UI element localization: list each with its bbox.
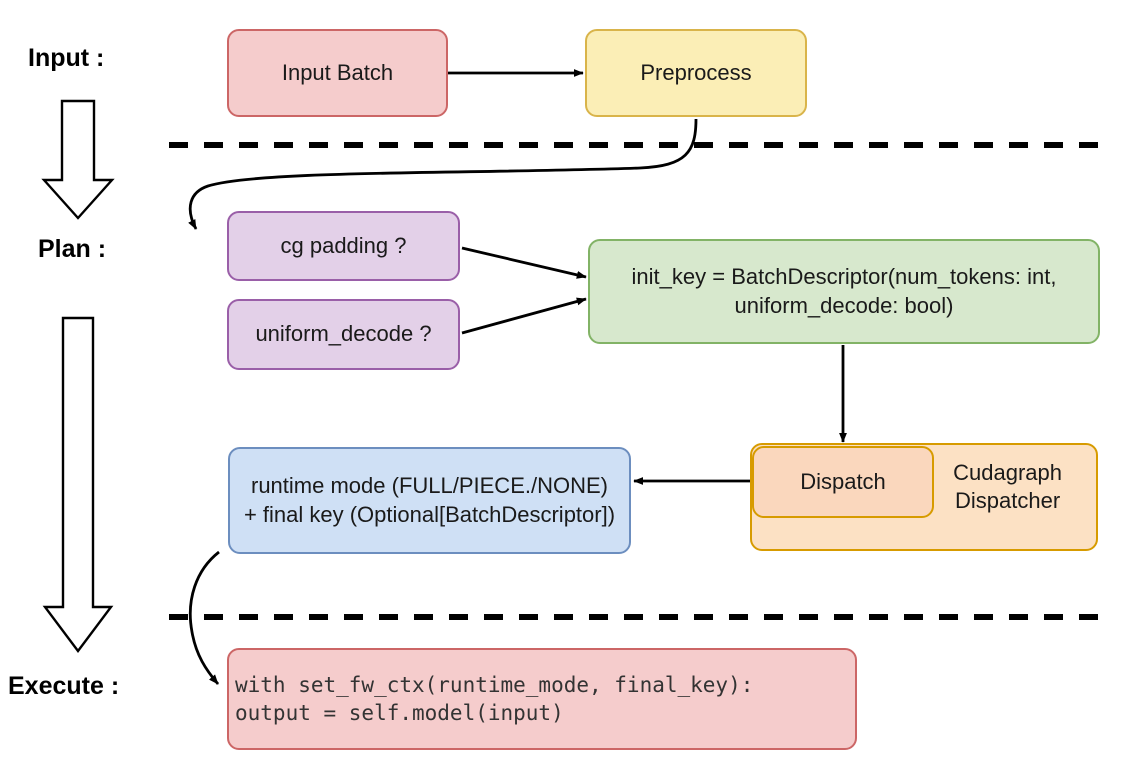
- arrow-cg-padding-to-init-key: [461, 246, 587, 279]
- node-dispatch[interactable]: Dispatch: [752, 446, 934, 518]
- stage-label-plan: Plan :: [38, 235, 107, 263]
- node-preprocess[interactable]: Preprocess: [585, 29, 807, 117]
- stage-label-input: Input :: [28, 44, 105, 72]
- node-input-batch[interactable]: Input Batch: [227, 29, 448, 117]
- arrow-runtime-mode-to-execute-code: [188, 550, 220, 685]
- node-execute-code[interactable]: with set_fw_ctx(runtime_mode, final_key)…: [227, 648, 857, 750]
- stage-label-execute: Execute :: [8, 672, 120, 700]
- stage-arrow-input-to-plan: [41, 99, 115, 220]
- node-runtime-mode[interactable]: runtime mode (FULL/PIECE./NONE) + final …: [228, 447, 631, 554]
- arrow-uniform-decode-to-init-key: [461, 297, 587, 335]
- node-uniform-decode[interactable]: uniform_decode ?: [227, 299, 460, 370]
- stage-arrow-plan-to-execute: [42, 316, 114, 653]
- node-init-key[interactable]: init_key = BatchDescriptor(num_tokens: i…: [588, 239, 1100, 344]
- node-cg-padding[interactable]: cg padding ?: [227, 211, 460, 281]
